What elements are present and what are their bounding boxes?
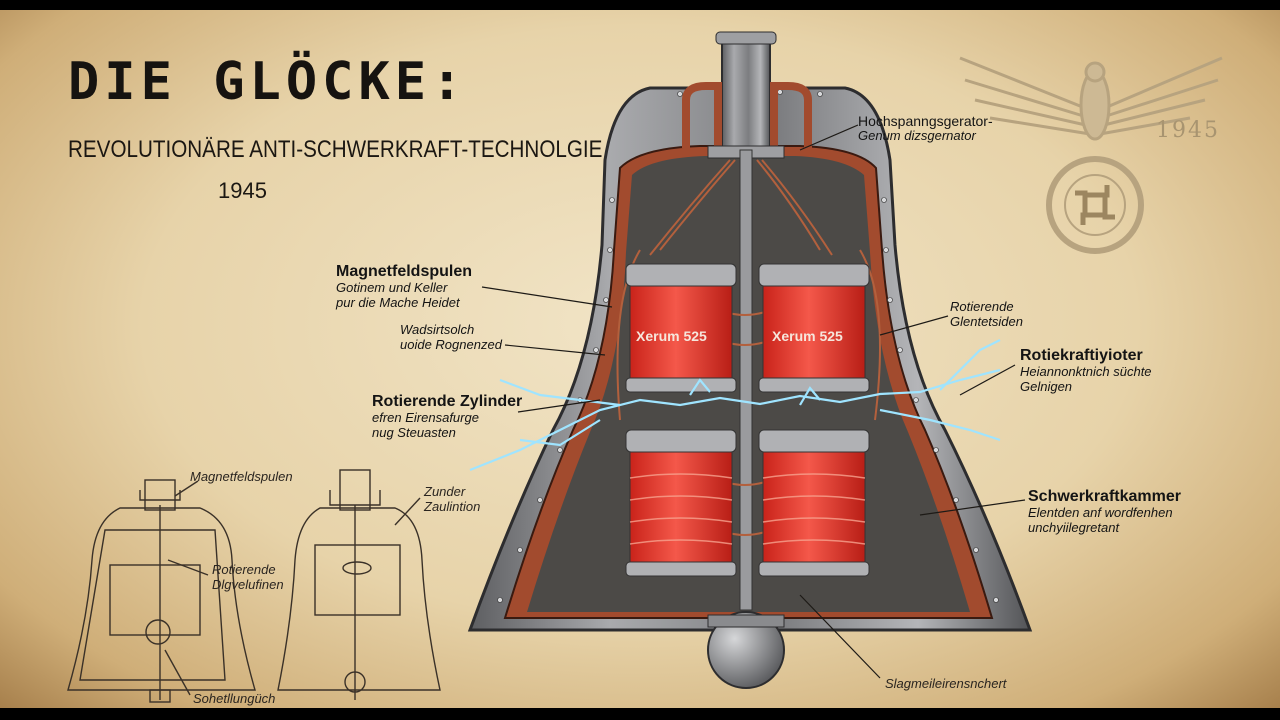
label-schwerkraft: Schwerkraftkammer Elentden anf wordfenhe… [1028,488,1181,536]
label-rotiekraft: Rotiekraftiyioter Heiannonktnich süchte … [1020,347,1152,395]
label-magnetfeld-title: Magnetfeldspulen [336,263,473,280]
sketch-left-bottom-label: Sohetllungüch [193,691,276,706]
sketch-left-magnet-label: Magnetfeldspulen [190,469,293,484]
sketch-left-rot2-label: Dlgvelufinen [212,577,284,592]
label-wadsir-line2: uoide Rognenzed [400,336,502,352]
label-rotiekraft-sub1: Heiannonktnich süchte [1020,364,1152,380]
label-rotiekraft-sub2: Gelnigen [1020,379,1073,395]
label-wadsir-line1: Wadsirtsolch [400,322,475,337]
page-subtitle: REVOLUTIONÄRE ANTI-SCHWERKRAFT-TECHNOLGI… [68,136,603,163]
label-schwerkraft-sub2: unchyiilegretant [1028,520,1120,536]
label-bottom: Slagmeileirensnchert [885,676,1007,691]
eagle-emblem-icon [959,56,1223,254]
label-schwerkraft-title: Schwerkraftkammer [1028,488,1181,505]
xerum-label-left: Xerum 525 [636,328,707,344]
label-rotierende-zylinder-title: Rotierende Zylinder [372,393,523,410]
label-rotierende-right-line2: Glentetsiden [950,313,1023,329]
sketch-right-z1-label: Zunder [424,484,466,499]
label-rotierende-right: Rotierende Glentetsiden [950,299,1023,330]
label-rotiekraft-title: Rotiekraftiyioter [1020,347,1143,364]
sketch-right-z2-label: Zaulintion [424,499,481,514]
leader-lines [481,124,1026,679]
bell-body [467,31,1033,689]
label-rotierende-right-line1: Rotierende [950,299,1014,314]
xerum-label-right: Xerum 525 [772,328,843,344]
label-magnetfeld-sub2: pur die Mache Heidet [336,295,460,311]
xerum-cylinder-bottom-left [625,429,737,577]
label-wadsir: Wadsirtsolch uoide Rognenzed [400,322,502,353]
label-rotierende-zylinder-sub2: nug Steuasten [372,425,456,441]
page-title: DIE GLÖCKE: [68,52,468,112]
label-hochspannung: Hochspanngsgerator- Genum dizsgernator [858,113,993,144]
emblem-year: 1945 [1156,118,1220,143]
left-blueprint-sketch [67,479,256,703]
xerum-cylinder-top-left [625,263,737,393]
sketch-left-rot1-label: Rotierende [212,562,276,577]
label-magnetfeld-sub1: Gotinem und Keller [336,280,448,296]
label-rotierende-zylinder-sub1: efren Eirensafurge [372,410,479,426]
lightning-arcs [469,339,1001,472]
label-rotierende-zylinder: Rotierende Zylinder efren Eirensafurge n… [372,393,522,441]
label-schwerkraft-sub1: Elentden anf wordfenhen [1028,505,1173,521]
xerum-cylinder-bottom-right [758,429,870,577]
label-hochspannung-sub: Genum dizsgernator [858,128,976,144]
label-magnetfeld: Magnetfeldspulen Gotinem und Keller pur … [336,263,472,311]
page-year: 1945 [218,178,267,203]
label-hochspannung-title: Hochspanngsgerator- [858,113,993,129]
right-blueprint-sketch [277,469,441,700]
xerum-cylinder-top-right [758,263,870,393]
